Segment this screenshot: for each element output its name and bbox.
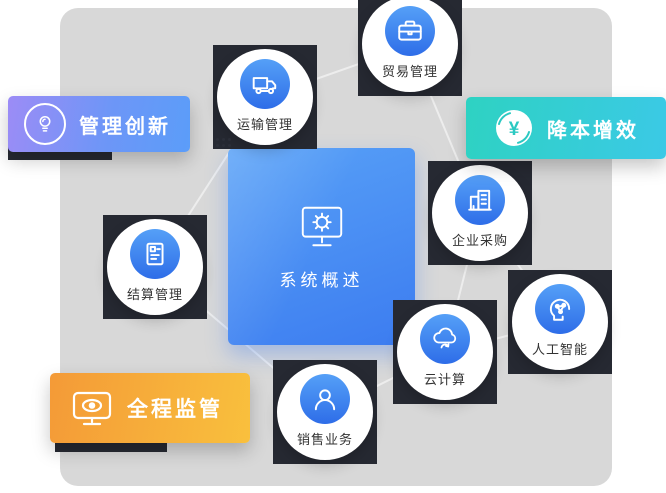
node-circle: 云计算 [397, 304, 493, 400]
node-label: 贸易管理 [381, 64, 438, 79]
banner-label: 全程监管 [127, 398, 223, 421]
ai-head-icon [535, 284, 585, 334]
banner-efficiency: ¥ 降本增效 [466, 97, 666, 159]
building-icon [455, 175, 505, 225]
node-label: 云计算 [423, 372, 466, 387]
monitor-gear-icon [301, 206, 342, 247]
node-cloud: 云计算 [393, 300, 497, 404]
node-circle: 企业采购 [432, 165, 528, 261]
center-card-title: 系统概述 [279, 271, 364, 290]
node-circle: 销售业务 [277, 364, 373, 460]
system-overview-card: 系统概述 [228, 148, 415, 345]
node-label: 销售业务 [296, 432, 353, 447]
banner-label: 管理创新 [79, 115, 171, 138]
yen-glyph: ¥ [509, 119, 520, 140]
node-label: 运输管理 [236, 117, 293, 132]
briefcase-icon [385, 6, 435, 56]
node-circle: 人工智能 [512, 274, 608, 370]
node-ai: 人工智能 [508, 270, 612, 374]
cloud-icon [420, 314, 470, 364]
node-circle: 运输管理 [217, 49, 313, 145]
banner-label: 降本增效 [547, 119, 639, 142]
node-label: 结算管理 [126, 287, 183, 302]
node-circle: 结算管理 [107, 219, 203, 315]
decor-dots [216, 138, 232, 148]
yen-refresh-icon: ¥ [494, 108, 534, 148]
node-label: 人工智能 [531, 342, 588, 357]
node-settlement: 结算管理 [103, 215, 207, 319]
node-trade: 贸易管理 [358, 0, 462, 96]
banner-innovation: 管理创新 [8, 96, 190, 152]
banner-supervision: 全程监管 [50, 373, 250, 443]
node-circle: 贸易管理 [362, 0, 458, 92]
node-sales: 销售业务 [273, 360, 377, 464]
person-icon [300, 374, 350, 424]
invoice-icon [130, 229, 180, 279]
lightbulb-icon [24, 103, 66, 145]
node-procurement: 企业采购 [428, 161, 532, 265]
monitor-eye-icon [70, 388, 114, 428]
node-label: 企业采购 [451, 233, 508, 248]
truck-icon [240, 59, 290, 109]
node-transport: 运输管理 [213, 45, 317, 149]
